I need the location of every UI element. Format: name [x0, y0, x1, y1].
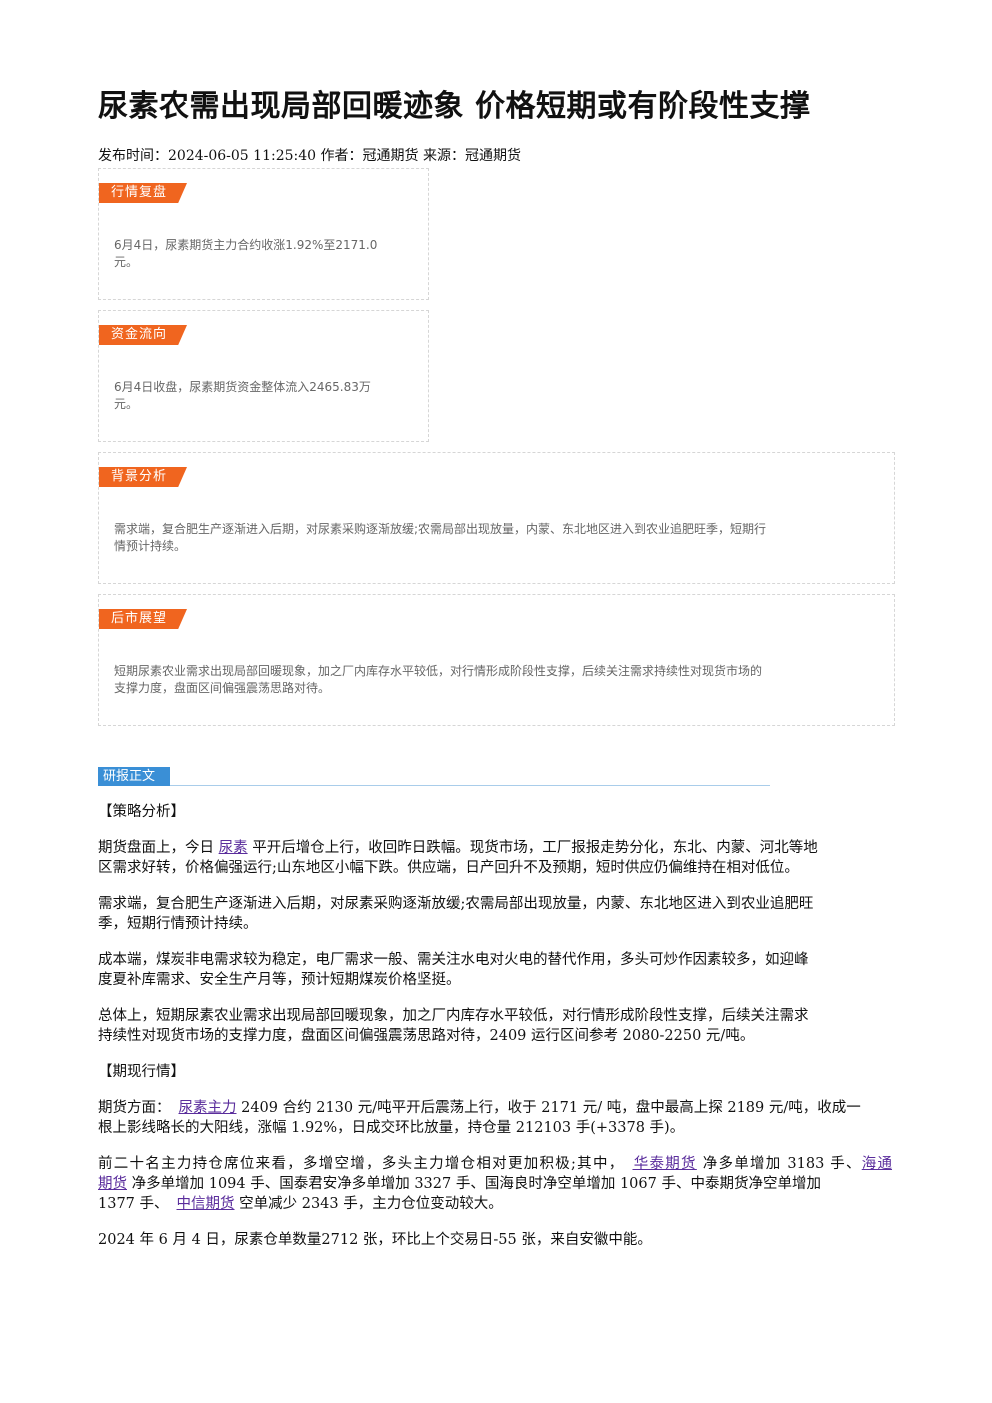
text-line: 支撑力度，盘面区间偏强震荡思路对待。 — [114, 681, 331, 695]
outlook-text: 短期尿素农业需求出现局部回暖现象，加之厂内库存水平较低，对行情形成阶段性支撑，后… — [114, 663, 762, 697]
text-line: 元。 — [114, 397, 139, 411]
text-line: 度夏补库需求、安全生产月等，预计短期煤炭价格坚挺。 — [98, 972, 461, 988]
text-line: 1377 手、中信期货 空单减少 2343 手，主力仓位变动较大。 — [98, 1194, 892, 1214]
report-divider — [170, 785, 770, 786]
text-line: 季，短期行情预计持续。 — [98, 916, 258, 932]
outlook-tag: 后市展望 — [99, 609, 187, 629]
text-span: 净多单增加 1094 手、国泰君安净多单增加 3327 手、国海良时净空单增加 … — [127, 1176, 821, 1192]
text-span: 2409 合约 2130 元/吨平开后震荡上行，收于 2171 元/ 吨，盘中最… — [236, 1100, 861, 1116]
text-line: 根上影线略长的大阳线，涨幅 1.92%，日成交环比放量，持仓量 212103 手… — [98, 1120, 685, 1136]
outlook-box: 后市展望 短期尿素农业需求出现局部回暖现象，加之厂内库存水平较低，对行情形成阶段… — [98, 594, 895, 726]
background-analysis-tag: 背景分析 — [99, 467, 187, 487]
market-review-box: 行情复盘 6月4日，尿素期货主力合约收涨1.92%至2171.0 元。 — [98, 168, 429, 300]
text-line: 6月4日，尿素期货主力合约收涨1.92%至2171.0 — [114, 238, 378, 252]
text-line: 需求端，复合肥生产逐渐进入后期，对尿素采购逐渐放缓;农需局部出现放量，内蒙、东北… — [98, 896, 814, 912]
text-line: 成本端，煤炭非电需求较为稳定，电厂需求一般、需关注水电对火电的替代作用，多头可炒… — [98, 952, 809, 968]
article-title: 尿素农需出现局部回暖迹象 价格短期或有阶段性支撑 — [98, 89, 811, 124]
text-span: 前二十名主力持仓席位来看，多增空增，多头主力增仓相对更加积极;其中， — [98, 1156, 625, 1172]
text-line: 期货 净多单增加 1094 手、国泰君安净多单增加 3327 手、国海良时净空单… — [98, 1174, 892, 1194]
market-review-text: 6月4日，尿素期货主力合约收涨1.92%至2171.0 元。 — [114, 237, 377, 271]
urea-main-link[interactable]: 尿素主力 — [178, 1100, 237, 1116]
text-line: 持续性对现货市场的支撑力度，盘面区间偏强震荡思路对待，2409 运行区间参考 2… — [98, 1028, 755, 1044]
fund-flow-text: 6月4日收盘，尿素期货资金整体流入2465.83万 元。 — [114, 379, 371, 413]
text-line: 6月4日收盘，尿素期货资金整体流入2465.83万 — [114, 380, 371, 394]
text-span: 期货盘面上，今日 — [98, 840, 219, 856]
text-span: 期货方面： — [98, 1100, 171, 1116]
paragraph-positions: 前二十名主力持仓席位来看，多增空增，多头主力增仓相对更加积极;其中， 华泰期货 净… — [98, 1154, 892, 1214]
paragraph-summary: 总体上，短期尿素农业需求出现局部回暖现象，加之厂内库存水平较低，对行情形成阶段性… — [98, 1006, 892, 1046]
text-span: 1377 手、 — [98, 1196, 169, 1212]
market-heading: 【期现行情】 — [98, 1064, 185, 1080]
haitong-futures-link-cont[interactable]: 期货 — [98, 1176, 127, 1192]
urea-link[interactable]: 尿素 — [218, 840, 248, 856]
text-line: 前二十名主力持仓席位来看，多增空增，多头主力增仓相对更加积极;其中， 华泰期货 净… — [98, 1154, 892, 1174]
text-line: 期货方面： 尿素主力 2409 合约 2130 元/吨平开后震荡上行，收于 217… — [98, 1098, 892, 1118]
background-analysis-box: 背景分析 需求端，复合肥生产逐渐进入后期，对尿素采购逐渐放缓;农需局部出现放量，… — [98, 452, 895, 584]
fund-flow-tag: 资金流向 — [99, 325, 187, 345]
text-span: 空单减少 2343 手，主力仓位变动较大。 — [234, 1196, 503, 1212]
strategy-heading: 【策略分析】 — [98, 804, 185, 820]
text-line: 期货盘面上，今日 尿素 平开后增仓上行，收回昨日跌幅。现货市场，工厂报报走势分化… — [98, 838, 892, 858]
background-analysis-text: 需求端，复合肥生产逐渐进入后期，对尿素采购逐渐放缓;农需局部出现放量，内蒙、东北… — [114, 521, 766, 555]
text-span: 平开后增仓上行，收回昨日跌幅。现货市场，工厂报报走势分化，东北、内蒙、河北等地 — [247, 840, 818, 856]
text-line: 区需求好转，价格偏强运行;山东地区小幅下跌。供应端，日产回升不及预期，短时供应仍… — [98, 860, 799, 876]
market-review-tag: 行情复盘 — [99, 183, 187, 203]
paragraph-futures: 期货盘面上，今日 尿素 平开后增仓上行，收回昨日跌幅。现货市场，工厂报报走势分化… — [98, 838, 892, 878]
paragraph-demand: 需求端，复合肥生产逐渐进入后期，对尿素采购逐渐放缓;农需局部出现放量，内蒙、东北… — [98, 894, 892, 934]
text-line: 元。 — [114, 255, 139, 269]
fund-flow-box: 资金流向 6月4日收盘，尿素期货资金整体流入2465.83万 元。 — [98, 310, 429, 442]
citic-futures-link[interactable]: 中信期货 — [176, 1196, 235, 1212]
huatai-futures-link[interactable]: 华泰期货 — [632, 1156, 697, 1172]
text-line: 情预计持续。 — [114, 539, 187, 553]
text-span: 净多单增加 3183 手、 — [696, 1156, 862, 1172]
paragraph-cost: 成本端，煤炭非电需求较为稳定，电厂需求一般、需关注水电对火电的替代作用，多头可炒… — [98, 950, 892, 990]
text-line: 总体上，短期尿素农业需求出现局部回暖现象，加之厂内库存水平较低，对行情形成阶段性… — [98, 1008, 809, 1024]
article-meta: 发布时间：2024-06-05 11:25:40 作者：冠通期货 来源：冠通期货 — [98, 148, 521, 164]
report-body-tag: 研报正文 — [98, 767, 170, 786]
paragraph-futures-market: 期货方面： 尿素主力 2409 合约 2130 元/吨平开后震荡上行，收于 217… — [98, 1098, 892, 1138]
text-line: 短期尿素农业需求出现局部回暖现象，加之厂内库存水平较低，对行情形成阶段性支撑，后… — [114, 664, 763, 678]
haitong-futures-link[interactable]: 海通 — [861, 1156, 893, 1172]
text-line: 需求端，复合肥生产逐渐进入后期，对尿素采购逐渐放缓;农需局部出现放量，内蒙、东北… — [114, 522, 767, 536]
paragraph-warehouse: 2024 年 6 月 4 日，尿素仓单数量2712 张，环比上个交易日-55 张… — [98, 1232, 652, 1248]
